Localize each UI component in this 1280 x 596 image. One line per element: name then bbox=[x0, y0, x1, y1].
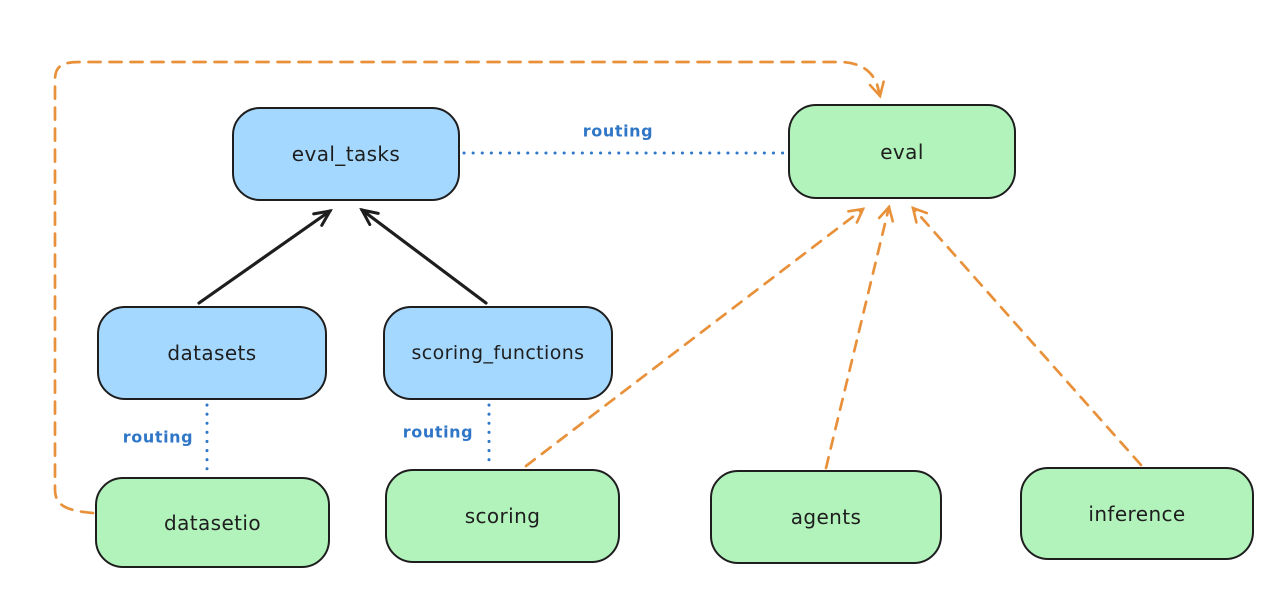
node-agents[interactable]: agents bbox=[710, 470, 942, 564]
node-datasetio[interactable]: datasetio bbox=[95, 477, 330, 568]
edge-scoring-to-eval bbox=[524, 207, 866, 468]
node-scoring[interactable]: scoring bbox=[385, 469, 620, 563]
node-scoring_functions-label: scoring_functions bbox=[411, 342, 585, 364]
node-eval-label: eval bbox=[880, 139, 924, 164]
edge-inference-to-eval bbox=[911, 205, 1143, 467]
routing-label-datasets-datasetio: routing bbox=[122, 427, 194, 447]
node-scoring_functions[interactable]: scoring_functions bbox=[383, 306, 613, 400]
node-inference[interactable]: inference bbox=[1020, 467, 1254, 560]
edge-datasetio-to-eval bbox=[53, 60, 885, 515]
node-eval_tasks-label: eval_tasks bbox=[291, 142, 401, 166]
edge-scoring_functions-to-eval_tasks bbox=[359, 207, 488, 305]
node-agents-label: agents bbox=[790, 505, 862, 529]
edge-datasets-to-eval_tasks bbox=[197, 208, 333, 305]
edge-agents-to-eval bbox=[824, 204, 895, 470]
node-datasets[interactable]: datasets bbox=[97, 306, 327, 400]
node-datasetio-label: datasetio bbox=[163, 510, 261, 535]
node-datasets-label: datasets bbox=[167, 341, 257, 365]
node-scoring-label: scoring bbox=[464, 504, 541, 528]
routing-label-eval_tasks-eval: routing bbox=[582, 121, 654, 141]
node-eval_tasks[interactable]: eval_tasks bbox=[232, 107, 460, 201]
node-eval[interactable]: eval bbox=[788, 104, 1016, 199]
node-inference-label: inference bbox=[1088, 501, 1186, 526]
routing-label-scoring_functions-scoring: routing bbox=[402, 422, 474, 442]
